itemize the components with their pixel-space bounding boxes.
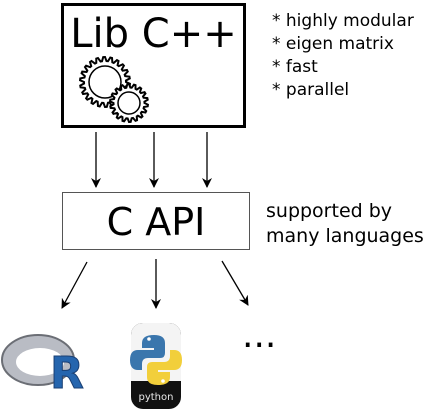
small-gear-icon [108, 82, 150, 124]
c-api-note: supported by many languages [266, 199, 424, 249]
c-api-note-line: many languages [266, 225, 424, 247]
more-languages-ellipsis: ... [242, 315, 277, 356]
c-api-box: C API [62, 192, 250, 250]
c-api-note-line: supported by [266, 200, 393, 222]
r-logo-icon: R [1, 334, 84, 400]
feature-list: * highly modular * eigen matrix * fast *… [272, 10, 414, 102]
feature-item: * parallel [272, 80, 350, 100]
library-box: Lib C++ [61, 3, 246, 128]
feature-item: * highly modular [272, 11, 414, 31]
gears-icon [78, 55, 150, 124]
feature-item: * eigen matrix [272, 34, 394, 54]
feature-item: * fast [272, 57, 318, 77]
library-title: Lib C++ [70, 11, 237, 57]
python-logo-text: python [139, 392, 174, 403]
c-api-title: C API [106, 200, 206, 244]
arrow-api-to-more [221, 260, 249, 306]
r-logo-letter: R [50, 348, 84, 399]
python-logo-icon: python [130, 323, 182, 409]
arrow-api-to-r [61, 261, 88, 309]
